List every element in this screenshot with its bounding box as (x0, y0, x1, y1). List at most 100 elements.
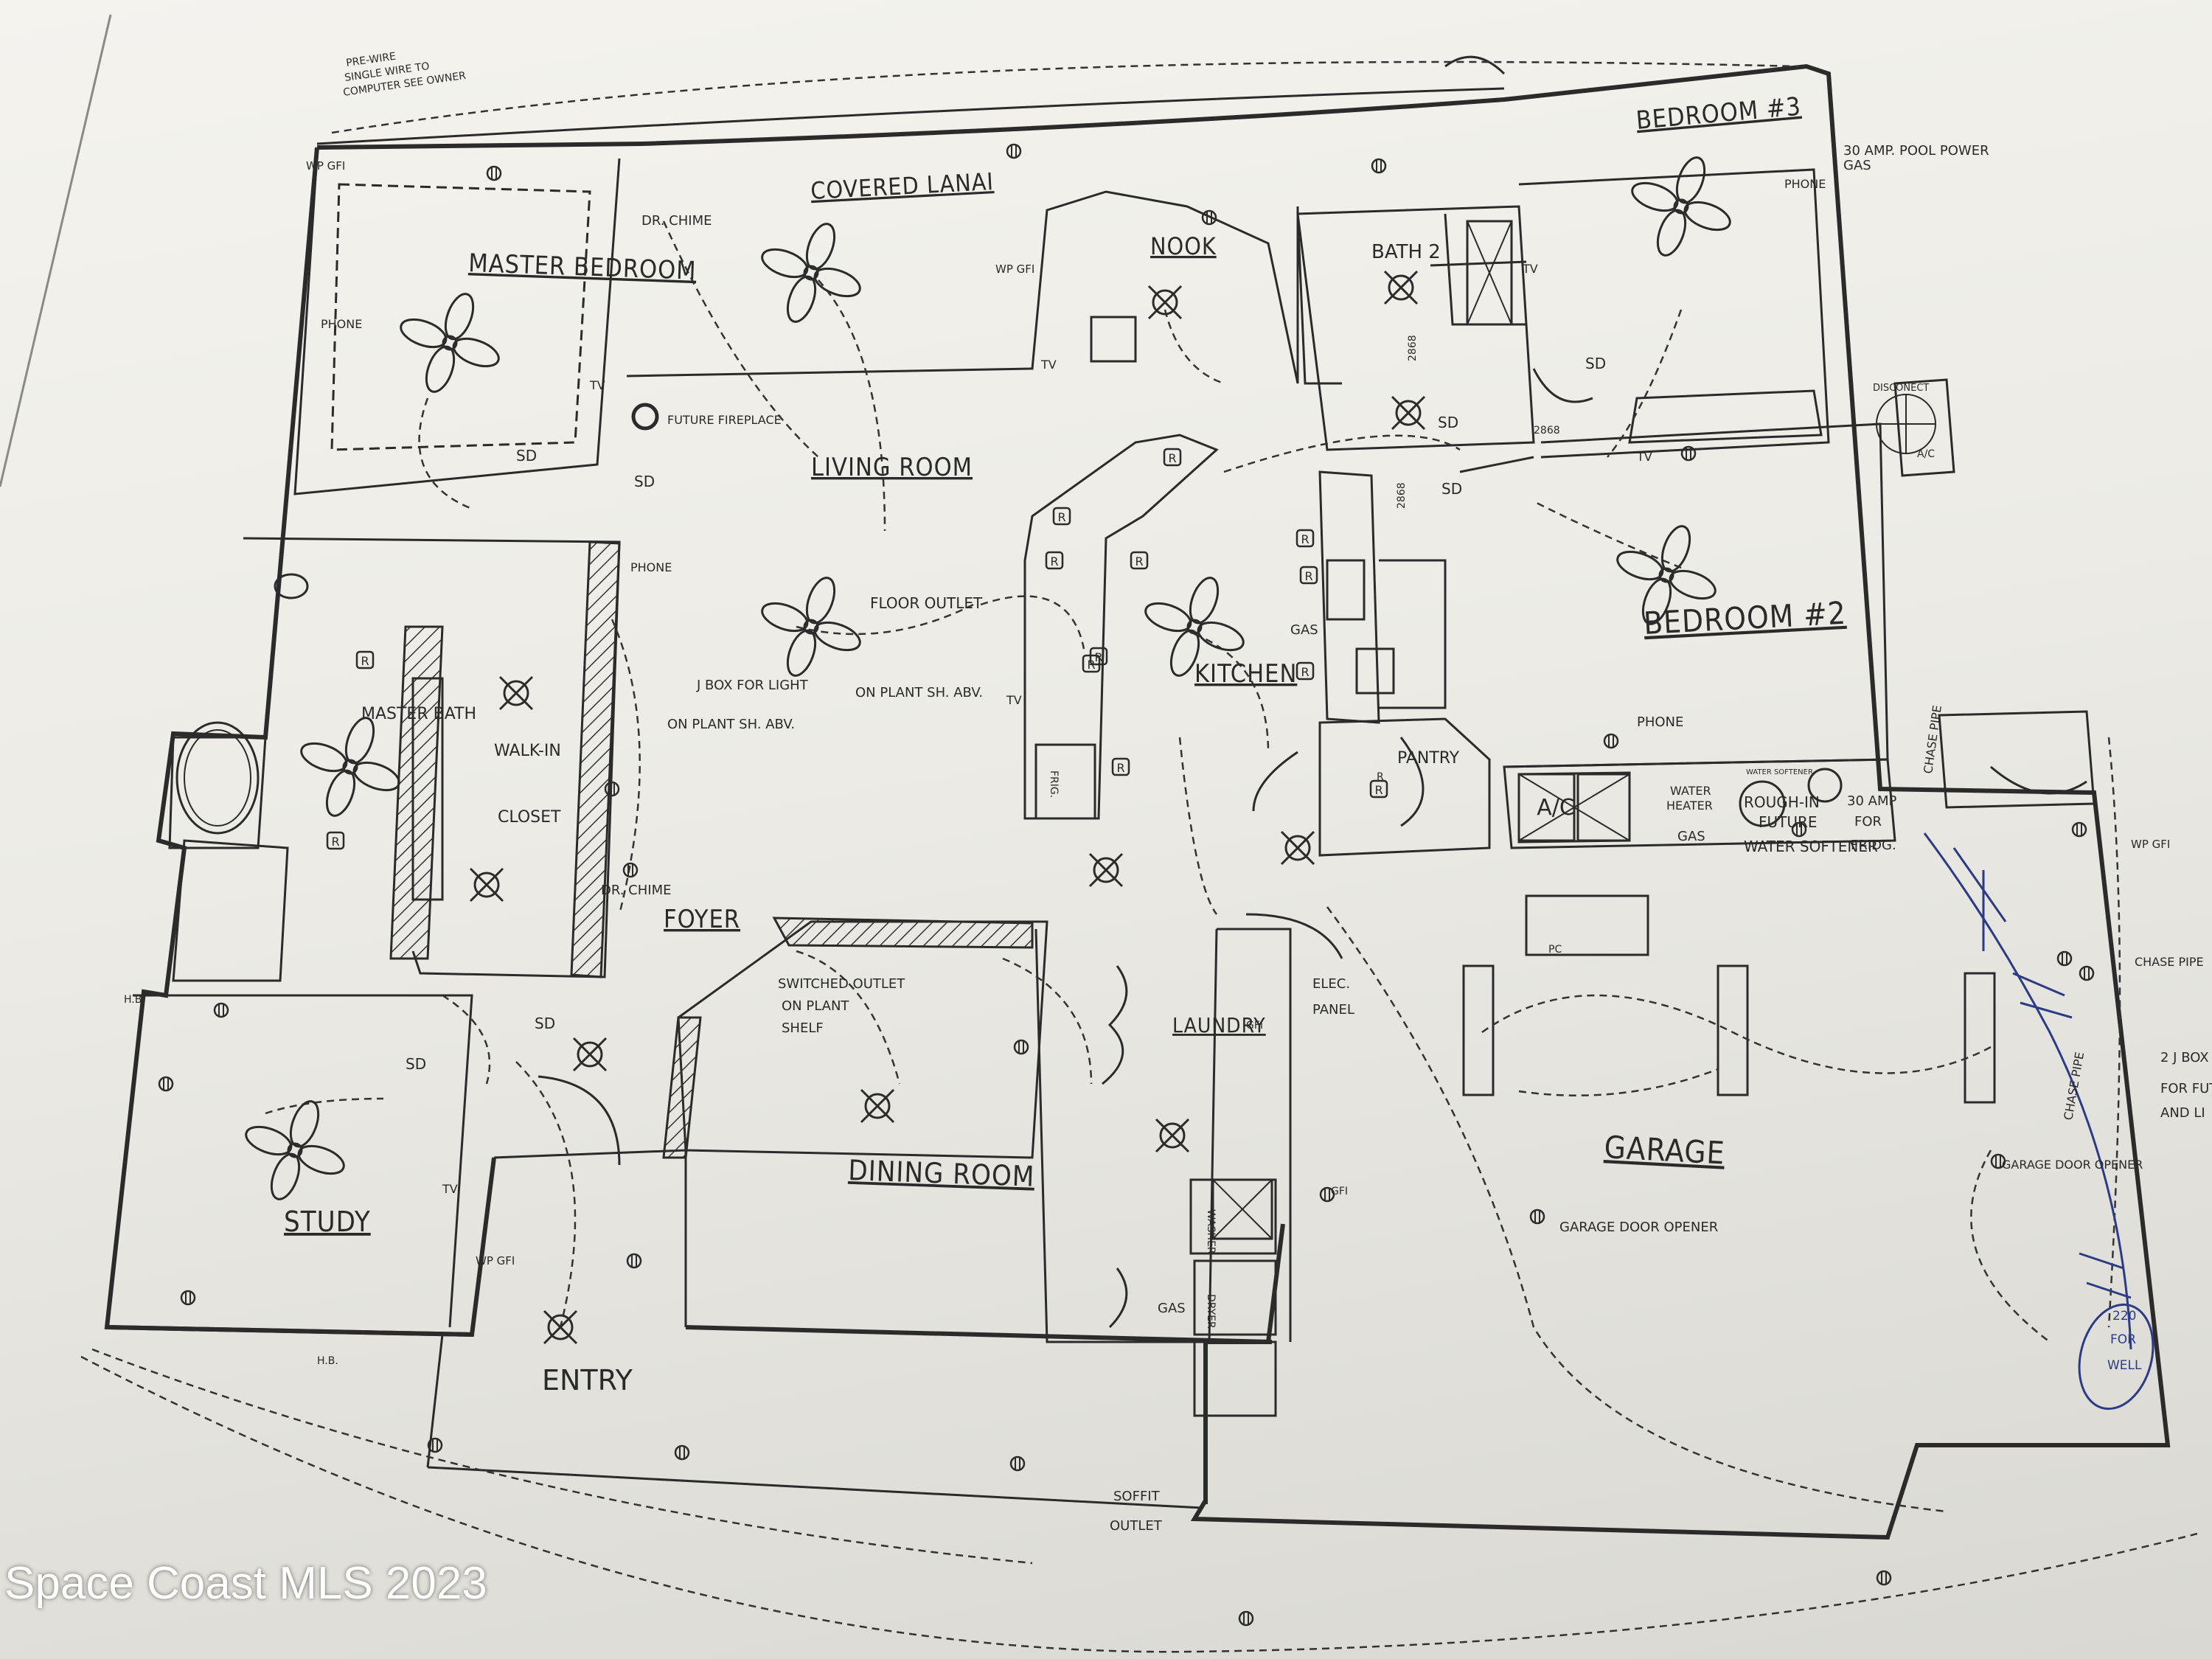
note-gas: GAS (1290, 622, 1318, 638)
ac-units (1517, 773, 1631, 842)
room-label-foyer: FOYER (664, 905, 740, 934)
note-elec-panel: PANEL (1312, 1002, 1354, 1018)
note-wp-gfi: WP GFI (306, 159, 345, 173)
note-tv: TV (1006, 693, 1022, 707)
note-gfi: GFI (1246, 1020, 1263, 1032)
note-gas: GAS (1158, 1301, 1186, 1316)
note-switched-outlet: SHELF (782, 1020, 824, 1036)
ceiling-fans (241, 153, 1735, 1204)
room-label-dining-room: DINING ROOM (848, 1154, 1035, 1193)
note-phone: PHONE (1637, 714, 1683, 730)
exterior-walls (104, 63, 2171, 1540)
note-gas: GAS (1843, 158, 1871, 173)
fixtures (175, 220, 1996, 1417)
note-pc: PC (1548, 944, 1562, 956)
note-pool-power: 30 AMP. POOL POWER (1843, 143, 1989, 159)
ceiling-fan-icon (241, 1096, 349, 1204)
note-hose-bib: H.B. (124, 994, 145, 1006)
note-frig-power: FRIDG. (1851, 838, 1896, 853)
note-chase-pipe: CHASE PIPE (2135, 955, 2204, 969)
note-on-plant: ON PLANT SH. ABV. (855, 685, 983, 700)
room-label-master-bath: MASTER BATH (361, 705, 476, 723)
room-label-covered-lanai: COVERED LANAI (810, 167, 994, 205)
note-smoke-detector: SD (535, 1015, 555, 1032)
note-smoke-detector: SD (516, 447, 537, 465)
room-label-bedroom2: BEDROOM #2 (1643, 595, 1847, 641)
note-floor-outlet: FLOOR OUTLET (870, 594, 983, 612)
note-washer: WASHER (1205, 1209, 1217, 1254)
paper-edge (0, 14, 112, 487)
room-label-garage: GARAGE (1603, 1129, 1725, 1172)
note-well: FOR (2110, 1332, 2136, 1347)
note-gas: GAS (1677, 829, 1705, 844)
interior-walls (133, 154, 2096, 1343)
ceiling-fan-icon (757, 219, 865, 327)
note-wp-gfi: WP GFI (995, 262, 1034, 276)
note-j-box-side: AND LI (2160, 1105, 2205, 1121)
note-recessed: R (1377, 771, 1384, 783)
note-ac: A/C (1917, 448, 1935, 460)
note-phone: PHONE (630, 560, 672, 574)
note-garage-door-opener: GARAGE DOOR OPENER (1559, 1220, 1718, 1235)
note-frig: FRIG. (1048, 771, 1060, 798)
room-label-closet: CLOSET (498, 808, 561, 827)
note-tv: TV (442, 1182, 458, 1196)
note-door-size: 2868 (1407, 335, 1419, 361)
note-dr-chime: DR. CHIME (641, 213, 712, 229)
note-well: WELL (2107, 1358, 2142, 1373)
note-j-box-side: 2 J BOX (2160, 1050, 2209, 1065)
note-phone: PHONE (321, 317, 362, 331)
room-label-entry: ENTRY (542, 1364, 633, 1397)
room-label-nook: NOOK (1150, 232, 1217, 260)
note-gfi: GFI (1331, 1186, 1348, 1197)
note-tv: TV (1522, 262, 1538, 276)
note-elec-panel: ELEC. (1312, 976, 1350, 992)
plan-notes: PRE-WIRE SINGLE WIRE TO COMPUTER SEE OWN… (124, 51, 2212, 1534)
note-dr-chime: DR. CHIME (601, 883, 671, 898)
note-water-heater: WATER (1670, 784, 1711, 798)
note-soffit-outlet: SOFFIT (1113, 1489, 1161, 1504)
note-tv: TV (1636, 450, 1652, 464)
note-future-fireplace: FUTURE FIREPLACE (667, 413, 782, 427)
door-swings (538, 55, 2087, 1166)
note-smoke-detector: SD (1438, 414, 1458, 431)
note-switched-outlet: SWITCHED OUTLET (778, 976, 905, 992)
note-rough-in: ROUGH-IN (1744, 793, 1820, 811)
mls-watermark: Space Coast MLS 2023 (4, 1558, 487, 1609)
note-switched-outlet: ON PLANT (782, 998, 849, 1014)
room-label-living-room: LIVING ROOM (811, 453, 973, 482)
room-label-laundry: LAUNDRY (1172, 1013, 1266, 1037)
note-smoke-detector: SD (1585, 355, 1606, 372)
note-soffit-outlet: OUTLET (1110, 1518, 1163, 1534)
room-label-study: STUDY (284, 1206, 371, 1238)
ceiling-fan-icon (296, 713, 404, 821)
note-ac: A/C (1537, 795, 1575, 821)
note-on-plant: ON PLANT SH. ABV. (667, 717, 795, 732)
note-rough-in: WATER SOFTENER (1744, 838, 1878, 855)
note-well: 220 (2112, 1309, 2136, 1324)
room-label-kitchen: KITCHEN (1194, 659, 1297, 689)
note-door-size: 2868 (1534, 425, 1560, 437)
pen-annotations (1923, 832, 2154, 1411)
note-j-box-side: FOR FUT (2160, 1081, 2212, 1096)
room-label-master-bedroom: MASTER BEDROOM (468, 248, 698, 286)
outlets (158, 143, 2095, 1627)
room-label-pantry: PANTRY (1397, 749, 1460, 768)
note-water-softener: WATER SOFTENER (1746, 768, 1813, 776)
note-frig-power: FOR (1854, 814, 1882, 830)
room-label-bath2: BATH 2 (1371, 241, 1441, 263)
room-label-bedroom3: BEDROOM #3 (1635, 92, 1802, 136)
ceiling-fan-icon (757, 573, 865, 681)
note-water-heater: HEATER (1666, 799, 1713, 813)
wiring-runs (80, 60, 2198, 1653)
note-rough-in: FUTURE (1759, 813, 1818, 831)
note-smoke-detector: SD (406, 1055, 426, 1073)
note-j-box: J BOX FOR LIGHT (696, 678, 809, 693)
room-label-walk-in: WALK-IN (494, 742, 561, 760)
note-frig-power: 30 AMP (1847, 793, 1896, 809)
note-wp-gfi: WP GFI (2131, 838, 2170, 851)
note-disconnect: DISCONECT (1873, 383, 1929, 394)
note-hose-bib: H.B. (317, 1355, 338, 1367)
note-wp-gfi: WP GFI (476, 1254, 515, 1267)
